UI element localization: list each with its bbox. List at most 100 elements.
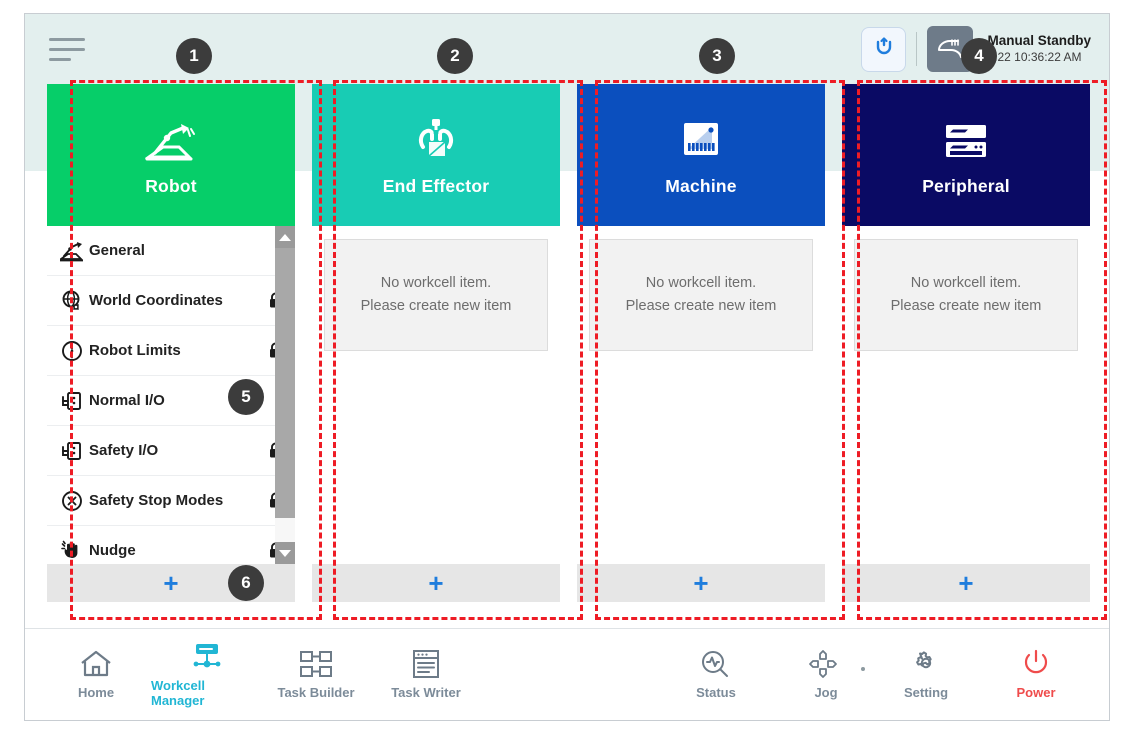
peripheral-rack-glyph: [946, 124, 986, 157]
list-item-label: Safety Stop Modes: [89, 492, 224, 509]
workcell-columns: Robot Genera: [47, 84, 1093, 602]
list-item-normal-io[interactable]: Normal I/O: [47, 376, 295, 426]
io-port-glyph: [62, 391, 81, 410]
column-title: End Effector: [382, 175, 490, 196]
gripper-rotate-icon[interactable]: [861, 26, 907, 72]
stop-x-icon: [55, 489, 89, 513]
column-title: Machine: [665, 175, 737, 196]
hand-guide-icon[interactable]: [927, 26, 974, 72]
header-divider: [916, 32, 918, 66]
gripper-glyph: [418, 118, 454, 157]
hand-nudge-icon: [55, 539, 89, 563]
scroll-down-button[interactable]: [275, 542, 295, 564]
status-text-group: Manual Standby 2.22 10:36:22 AM: [987, 33, 1091, 65]
hand-nudge-glyph: [61, 540, 78, 558]
add-peripheral-button[interactable]: +: [842, 564, 1090, 602]
hand-guide-glyph: [938, 39, 963, 58]
nav-label: Power: [1016, 685, 1056, 700]
workcell-icon: [193, 643, 221, 667]
empty-line-1: No workcell item.: [645, 274, 757, 291]
nav-label: Task Writer: [391, 685, 461, 700]
list-item-label: World Coordinates: [89, 292, 223, 309]
empty-line-2: Please create new item: [625, 298, 777, 314]
column-peripheral: Peripheral No workcell item. Please crea…: [842, 84, 1090, 602]
plus-icon: +: [693, 568, 709, 598]
gear-icon: [916, 651, 932, 669]
nav-item-task-writer[interactable]: Task Writer: [371, 642, 481, 708]
list-item-label: Robot Limits: [89, 342, 181, 359]
list-item-safety-stop-modes[interactable]: Safety Stop Modes: [47, 476, 295, 526]
empty-line-2: Please create new item: [360, 298, 512, 314]
robot-list-scrollbar[interactable]: [275, 226, 295, 564]
globe-axis-icon: [55, 289, 89, 313]
column-header-machine[interactable]: Machine: [577, 84, 825, 226]
nav-item-setting[interactable]: Setting: [871, 649, 981, 700]
nav-item-status[interactable]: Status: [661, 649, 771, 700]
hamburger-line: [49, 58, 71, 61]
column-end-effector: End Effector No workcell item. Please cr…: [312, 84, 560, 602]
add-machine-button[interactable]: +: [577, 564, 825, 602]
empty-line-1: No workcell item.: [910, 274, 1022, 291]
limits-circle-icon: [55, 339, 89, 363]
column-machine: Machine No workcell item. Please create …: [577, 84, 825, 602]
add-robot-item-button[interactable]: +: [47, 564, 295, 602]
scroll-up-button[interactable]: [275, 226, 295, 248]
nav-label: Setting: [903, 685, 949, 700]
gripper-icon: [413, 114, 459, 168]
peripheral-rack-icon: [941, 114, 991, 168]
plus-icon: +: [958, 568, 974, 598]
task-writer-icon: [413, 650, 439, 678]
list-item-safety-io[interactable]: Safety I/O: [47, 426, 295, 476]
robot-arm-glyph: [145, 123, 195, 160]
column-header-peripheral[interactable]: Peripheral: [842, 84, 1090, 226]
task-builder-icon: [300, 651, 332, 677]
header-status-group: Manual Standby 2.22 10:36:22 AM: [861, 26, 1091, 72]
nav-label: Home: [77, 685, 115, 700]
nav-item-jog[interactable]: Jog: [771, 649, 881, 700]
column-header-end-effector[interactable]: End Effector: [312, 84, 560, 226]
list-item-nudge[interactable]: Nudge: [47, 526, 295, 564]
robot-settings-list: General Wor: [47, 226, 295, 564]
limits-circle-glyph: [62, 340, 82, 361]
scrollbar-thumb[interactable]: [275, 248, 295, 518]
column-body-robot: General Wor: [47, 226, 295, 564]
plus-icon: +: [163, 568, 179, 598]
status-pulse-icon: [702, 651, 728, 677]
io-port-icon: [55, 389, 89, 413]
separator-dot-icon: [861, 666, 865, 671]
globe-axis-glyph: [62, 290, 80, 310]
empty-line-2: Please create new item: [890, 298, 1042, 314]
io-port-glyph: [62, 441, 81, 460]
list-item-world-coordinates[interactable]: World Coordinates: [47, 276, 295, 326]
column-robot: Robot Genera: [47, 84, 295, 602]
empty-state-peripheral: No workcell item. Please create new item: [854, 239, 1078, 351]
nav-label: Status: [696, 685, 736, 700]
list-item-robot-limits[interactable]: Robot Limits: [47, 326, 295, 376]
robot-arm-small-glyph: [60, 241, 84, 261]
column-header-robot[interactable]: Robot: [47, 84, 295, 226]
empty-state-machine: No workcell item. Please create new item: [589, 239, 813, 351]
column-title: Peripheral: [922, 175, 1010, 196]
machine-glyph: [684, 122, 718, 155]
gripper-rotate-glyph: [876, 37, 892, 55]
nav-item-power[interactable]: Power: [981, 649, 1091, 700]
io-port-icon: [55, 439, 89, 463]
nav-item-home[interactable]: Home: [41, 642, 151, 708]
jog-dpad-icon: [809, 650, 837, 678]
status-title: Manual Standby: [987, 33, 1091, 49]
hamburger-menu-icon[interactable]: [49, 38, 91, 68]
column-title: Robot: [145, 175, 197, 196]
home-icon: [81, 650, 111, 677]
nav-item-workcell-manager[interactable]: Workcell Manager: [151, 642, 261, 708]
column-body-peripheral: No workcell item. Please create new item: [842, 226, 1090, 564]
empty-line-1: No workcell item.: [380, 274, 492, 291]
robot-arm-icon: [145, 114, 197, 168]
add-end-effector-button[interactable]: +: [312, 564, 560, 602]
chevron-down-icon: [279, 549, 291, 557]
list-item-label: General: [89, 242, 145, 259]
list-item-general[interactable]: General: [47, 226, 295, 276]
nav-label: Jog: [814, 685, 838, 700]
empty-state-end-effector: No workcell item. Please create new item: [324, 239, 548, 351]
nav-item-task-builder[interactable]: Task Builder: [261, 642, 371, 708]
bottom-nav-right-group: Status Jog Setting: [661, 649, 1091, 700]
